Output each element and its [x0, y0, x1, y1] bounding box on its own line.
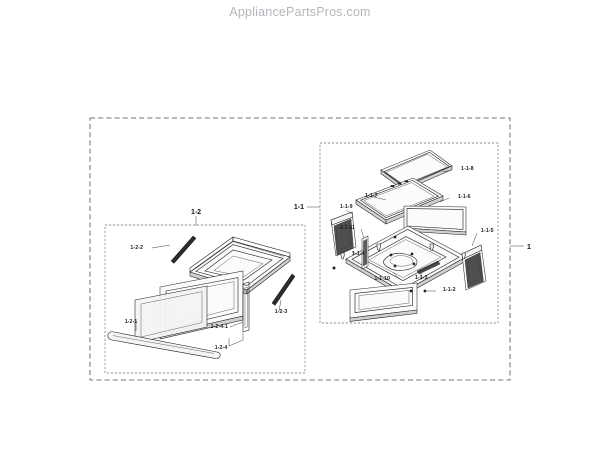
leader-lines [135, 169, 524, 347]
part-right-heat-shield [403, 205, 467, 236]
callout-outer-1: 1 [527, 244, 531, 251]
callout-1-1-9: 1-1-9 [340, 204, 353, 210]
part-fasteners [332, 235, 466, 293]
door-assembly-drawing [330, 149, 487, 322]
part-right-handle-rod [271, 273, 296, 306]
outer-group-boundary [89, 117, 511, 381]
callout-drawer-group: 1-2 [191, 209, 201, 216]
part-drawer-handle [107, 331, 221, 359]
callout-1-1-3: 1-1-3 [415, 275, 428, 281]
part-center-rail [361, 235, 369, 270]
callout-1-1-11: 1-1-11 [340, 225, 355, 231]
callout-1-1-2: 1-1-2 [443, 287, 456, 293]
part-left-hinge-bracket [330, 211, 357, 257]
part-drawer-inner-panel [134, 285, 208, 344]
part-bottom-vent-trim [349, 282, 418, 322]
callout-1-1-7: 1-1-7 [365, 193, 378, 199]
callout-1-1-6: 1-1-6 [458, 194, 471, 200]
drawer-group-boundary [104, 224, 306, 374]
callout-1-2-4-1: 1-2-4-1 [211, 324, 228, 330]
door-group-boundary [319, 142, 499, 324]
part-drawer-side-rail [242, 281, 250, 333]
callout-1-1-8: 1-1-8 [461, 166, 474, 172]
callout-1-1-5: 1-1-5 [481, 228, 494, 234]
part-right-hinge-bracket [461, 244, 487, 291]
part-upper-handle-rod [170, 235, 197, 264]
part-right-rail [416, 260, 441, 275]
callout-1-1-10: 1-1-10 [374, 276, 390, 282]
callout-labels: 1-1-2 1-1-3 1-1-4 1-1-5 1-1-6 1-1-7 1-1-… [125, 166, 494, 351]
drawer-assembly-drawing [107, 235, 296, 359]
callout-1-2-4: 1-2-4 [215, 345, 228, 351]
callout-door-group: 1-1 [294, 204, 304, 211]
callout-1-2-3: 1-2-3 [275, 309, 288, 315]
site-watermark: AppliancePartsPros.com [229, 5, 371, 19]
callout-1-2-1: 1-2-1 [125, 319, 138, 325]
callout-1-1-4: 1-1-4 [352, 251, 365, 257]
callout-1-2-2: 1-2-2 [130, 245, 143, 251]
